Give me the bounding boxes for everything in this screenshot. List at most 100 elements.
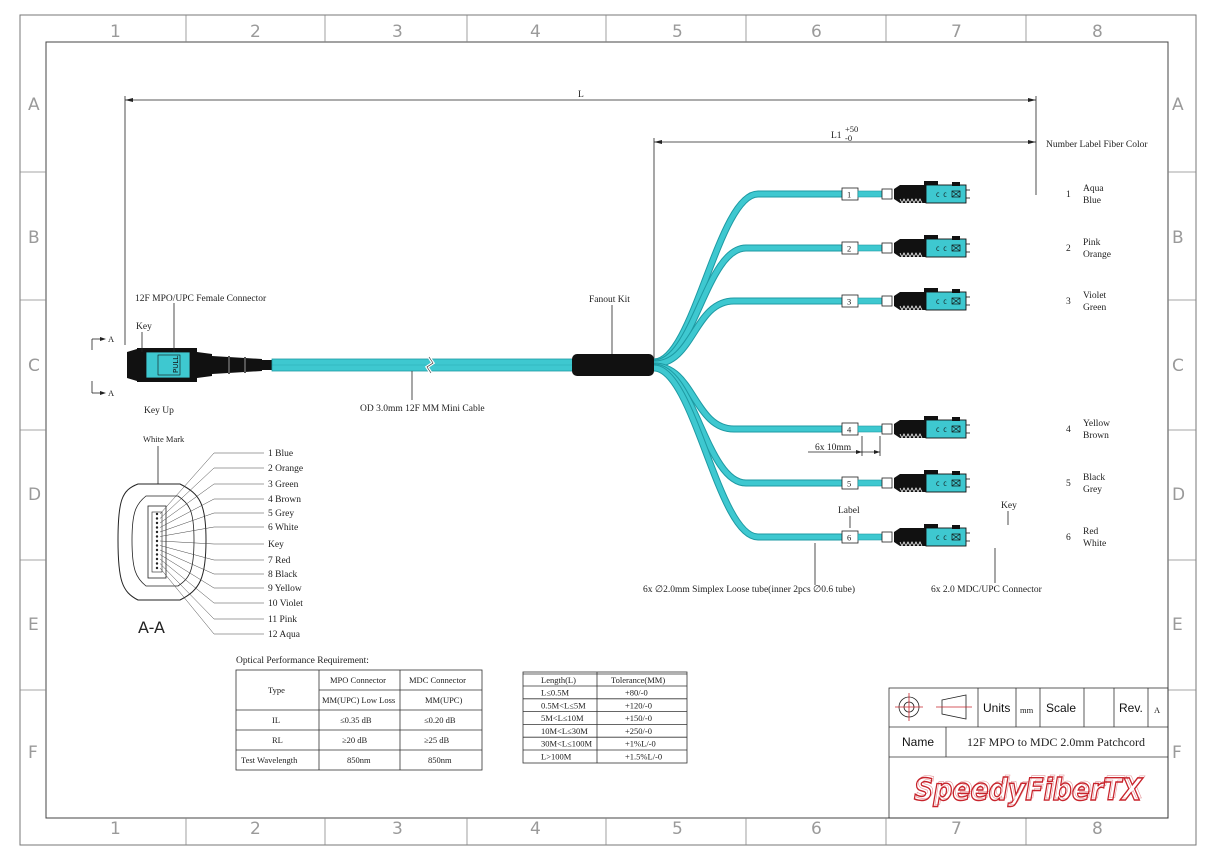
fiber-list-item: 5 Grey	[268, 509, 294, 519]
leg-legend-number: 2	[1066, 244, 1071, 254]
projection-symbol-icon	[895, 693, 972, 721]
grid-row-label-right: C	[1172, 356, 1184, 376]
opt-col-mdc: MDC Connector	[409, 675, 466, 685]
opt-row-mpo: ≤0.35 dB	[340, 715, 372, 725]
fiber-list-item: 8 Black	[268, 570, 298, 580]
fiber-list-item: 12 Aqua	[268, 630, 301, 640]
leg-legend-color1: Red	[1083, 527, 1099, 537]
opt-row-name: Test Wavelength	[241, 755, 298, 765]
opt-row-mdc: ≤0.20 dB	[424, 715, 456, 725]
opt-row-mdc: ≥25 dB	[424, 735, 450, 745]
white-mark-label: White Mark	[143, 434, 185, 444]
svg-text:A: A	[108, 388, 115, 398]
dim-l1-label: L1	[831, 131, 842, 141]
name-label: Name	[902, 735, 934, 749]
grid-col-label-bottom: 2	[250, 819, 261, 839]
fiber-list-item: 6 White	[268, 523, 298, 533]
leg-legend-color1: Pink	[1083, 238, 1101, 248]
leg-number-text: 3	[847, 297, 851, 307]
key-callout: Key	[1001, 501, 1017, 511]
company-logo: SpeedyFiberTX SpeedyFiberTX	[913, 771, 1146, 809]
mdc-connector	[881, 287, 971, 311]
mdc-connector-label: 6x 2.0 MDC/UPC Connector	[931, 585, 1043, 595]
cable-label: OD 3.0mm 12F MM Mini Cable	[360, 404, 485, 414]
mpo-connector-label: 12F MPO/UPC Female Connector	[135, 294, 267, 304]
tol-row-tol: +250/-0	[625, 726, 652, 736]
mdc-connector	[881, 415, 971, 439]
dim-l1-tol-plus: +50	[845, 124, 858, 134]
grid-row-label-left: F	[28, 743, 38, 763]
leg-number-text: 1	[847, 190, 851, 200]
leg-legend-color1: Yellow	[1083, 419, 1110, 429]
rev-label: Rev.	[1119, 701, 1143, 715]
fiber-list-item: 11 Pink	[268, 615, 297, 625]
fiber-list-item: 3 Green	[268, 480, 299, 490]
leg-legend-color2: Green	[1083, 303, 1106, 313]
opt-sub-mpo: MM(UPC) Low Loss	[322, 695, 395, 705]
section-marker-bottom: A	[91, 381, 115, 398]
breakout-length-dimension: L1 +50 -0	[653, 124, 1036, 362]
opt-sub-mdc: MM(UPC)	[425, 695, 462, 705]
mdc-connector	[881, 523, 971, 547]
grid-row-label-left: E	[28, 615, 39, 635]
grid-row-label-left: D	[28, 485, 41, 505]
breakout-leg: 6	[653, 364, 971, 547]
leg-number-text: 5	[847, 479, 851, 489]
boot-dim-label: 6x 10mm	[815, 443, 852, 453]
fiber-list-item: 10 Violet	[268, 599, 303, 609]
tol-row-tol: +80/-0	[625, 688, 648, 698]
opt-row-mpo: 850nm	[347, 755, 371, 765]
leg-legend-color1: Aqua	[1083, 184, 1104, 194]
fanout-label: Fanout Kit	[589, 295, 630, 305]
grid-col-label-top: 1	[110, 22, 121, 42]
grid-col-label-top: 2	[250, 22, 261, 42]
mdc-connector	[881, 234, 971, 258]
trunk-cable	[271, 356, 575, 374]
leg-legend-number: 3	[1066, 297, 1071, 307]
boot-dimension: 6x 10mm	[808, 436, 881, 456]
svg-text:SpeedyFiberTX: SpeedyFiberTX	[914, 773, 1144, 808]
grid-col-label-top: 3	[392, 22, 403, 42]
pull-label: PULL	[172, 356, 180, 373]
key-label: Key	[136, 322, 152, 332]
tol-row-length: 10M<L≤30M	[541, 726, 588, 736]
tol-row-tol: +1%L/-0	[625, 739, 656, 749]
opt-col-mpo: MPO Connector	[330, 675, 386, 685]
grid-row-label-right: B	[1172, 228, 1184, 248]
tol-row-length: 30M<L≤100M	[541, 739, 592, 749]
label-callout: Label	[838, 506, 860, 516]
title-block: Units mm Scale Rev. A Name 12F MPO to MD…	[888, 687, 1169, 819]
tol-col-tol: Tolerance(MM)	[611, 675, 665, 685]
tol-col-length: Length(L)	[541, 675, 576, 685]
fiber-list-item: 1 Blue	[268, 449, 293, 459]
leg-number-text: 6	[847, 533, 851, 543]
leg-number-text: 2	[847, 244, 851, 254]
mdc-connector	[881, 469, 971, 493]
optical-table: Type MPO Connector MDC Connector MM(UPC)…	[235, 669, 483, 771]
grid-col-label-top: 8	[1092, 22, 1103, 42]
loose-tube-label: 6x ∅2.0mm Simplex Loose tube(inner 2pcs …	[643, 584, 855, 595]
tol-row-length: L≤0.5M	[541, 688, 569, 698]
leg-legend-color2: Blue	[1083, 196, 1101, 206]
mpo-connector: PULL	[127, 348, 272, 382]
svg-text:A: A	[108, 334, 115, 344]
tol-row-length: L>100M	[541, 752, 572, 762]
leg-legend-color1: Black	[1083, 473, 1105, 483]
opt-row-mdc: 850nm	[428, 755, 452, 765]
grid-col-label-bottom: 8	[1092, 819, 1103, 839]
fiber-list-item: Key	[268, 540, 284, 550]
grid-row-label-right: E	[1172, 615, 1183, 635]
overall-length-dimension: L	[124, 90, 1037, 345]
grid-row-label-left: C	[28, 356, 40, 376]
section-marker-top: A	[91, 334, 115, 350]
tol-row-tol: +150/-0	[625, 713, 652, 723]
tolerance-table: Length(L) Tolerance(MM) L≤0.5M+80/-00.5M…	[522, 671, 688, 764]
leg-legend-color2: Brown	[1083, 431, 1109, 441]
leg-legend-number: 1	[1066, 190, 1071, 200]
units-label: Units	[983, 701, 1010, 715]
optical-title: Optical Performance Requirement:	[236, 655, 369, 666]
opt-row-name: IL	[272, 715, 280, 725]
